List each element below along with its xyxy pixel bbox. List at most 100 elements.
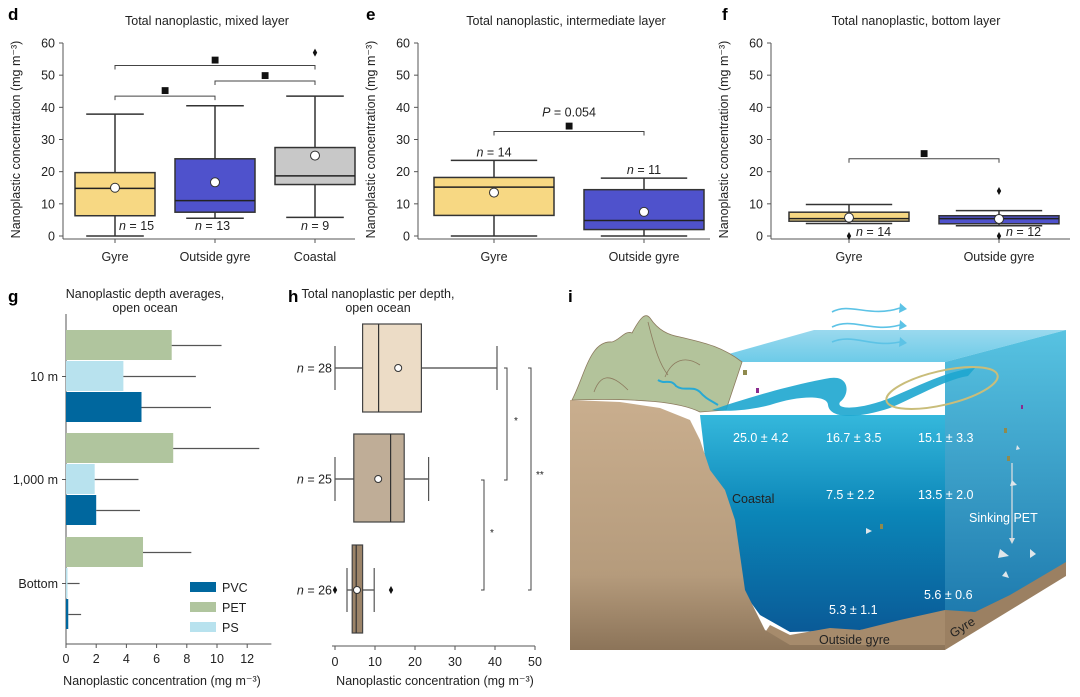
y-tick-label: 60 [396, 37, 410, 51]
x-tick-label: Gyre [835, 250, 862, 264]
value-outside-intermediate: 7.5 ± 2.2 [826, 488, 875, 502]
panel-letter-g: g [8, 287, 18, 306]
panel-letter-h: h [288, 287, 298, 306]
value-gyre-intermediate: 13.5 ± 2.0 [918, 488, 974, 502]
chart-title-line2: open ocean [345, 301, 410, 315]
y-tick-label: 50 [396, 69, 410, 83]
legend-label: PS [222, 621, 239, 635]
x-tick-label: Outside gyre [609, 250, 680, 264]
y-tick-label: 60 [41, 37, 55, 51]
x-tick-label: 2 [93, 652, 100, 666]
x-tick-label: Outside gyre [180, 250, 251, 264]
n-label: n = 12 [1006, 225, 1041, 239]
x-tick-label: 6 [153, 652, 160, 666]
box-mean-marker [639, 206, 649, 217]
outside-gyre-label: Outside gyre [819, 633, 890, 647]
x-tick-label: Coastal [294, 250, 336, 264]
significance-bracket [493, 130, 645, 136]
chart-title-line1: Nanoplastic depth averages, [66, 287, 224, 301]
significance-bracket [214, 80, 316, 85]
y-tick-label: 20 [396, 165, 410, 179]
side-sediment [945, 562, 1066, 650]
significance-marker: ■ [261, 71, 270, 81]
box-iqr [74, 171, 156, 217]
outlier-point [996, 232, 1002, 240]
y-tick-label: 20 [41, 165, 55, 179]
panel-letter-i: i [568, 287, 573, 306]
y-tick-label: 0 [756, 230, 763, 244]
bar-pet [66, 537, 144, 567]
water-surface [700, 330, 1066, 362]
panel-letter-d: d [8, 5, 18, 24]
y-tick-label: 20 [749, 165, 763, 179]
river [657, 379, 719, 406]
n-label: n = 15 [119, 219, 154, 233]
water-side-face [945, 330, 1066, 648]
value-outside-mixed: 16.7 ± 3.5 [826, 431, 882, 445]
x-tick-label: 30 [448, 655, 462, 669]
water-front-face [700, 415, 945, 632]
x-tick-label: 10 [210, 652, 224, 666]
y-tick-label: 60 [749, 37, 763, 51]
outlier-point [388, 586, 394, 594]
y-tick-label: Bottom [18, 577, 58, 591]
y-tick-label: 40 [396, 101, 410, 115]
legend-label: PVC [222, 581, 248, 595]
chart-e-intermediate-layer: Total nanoplastic, intermediate layer 0 10… [364, 14, 710, 264]
gyre-circulation-arrow [885, 366, 999, 410]
y-axis-label: Nanoplastic concentration (mg m⁻³) [9, 41, 23, 239]
n-label: n = 14 [476, 145, 511, 159]
y-tick-label: 1,000 m [13, 473, 58, 487]
bar-pvc [66, 392, 142, 422]
significance-marker: * [514, 416, 518, 427]
n-label: n = 26 [297, 584, 332, 598]
significance-marker: ■ [920, 149, 929, 159]
significance-bracket [481, 479, 485, 591]
land-hills [571, 315, 743, 413]
ocean-illustration: 25.0 ± 4.2 16.7 ± 3.5 15.1 ± 3.3 7.5 ± 2… [570, 303, 1066, 650]
y-tick-label: 40 [41, 101, 55, 115]
chart-title: Total nanoplastic, mixed layer [125, 14, 289, 28]
wind-arrows-icon [831, 307, 901, 345]
plastic-plume [712, 368, 975, 416]
value-coastal-mixed: 25.0 ± 4.2 [733, 431, 789, 445]
value-gyre-mixed: 15.1 ± 3.3 [918, 431, 974, 445]
box-mean-marker [210, 177, 220, 188]
y-tick-label: 30 [749, 133, 763, 147]
x-tick-label: 0 [63, 652, 70, 666]
significance-marker: ■ [161, 86, 170, 96]
wind-arrowheads [899, 303, 907, 347]
x-axis-label: Nanoplastic concentration (mg m⁻³) [63, 674, 261, 688]
x-tick-label: Gyre [480, 250, 507, 264]
n-label: n = 28 [297, 362, 332, 376]
significance-bracket [504, 367, 508, 481]
y-axis-label: Nanoplastic concentration (mg m⁻³) [364, 41, 378, 239]
box-mean-marker [994, 213, 1004, 224]
box-mean-marker [374, 475, 383, 483]
x-tick-label: 8 [183, 652, 190, 666]
y-tick-label: 30 [396, 133, 410, 147]
legend-swatch [190, 602, 216, 612]
chart-d-mixed-layer: Total nanoplastic, mixed layer0102030405… [9, 14, 356, 264]
chart-title-line1: Total nanoplastic per depth, [302, 287, 455, 301]
bar-ps [66, 568, 68, 598]
outlier-point [996, 186, 1002, 195]
n-label: n = 9 [301, 219, 329, 233]
box-iqr [362, 323, 423, 413]
value-outside-bottom: 5.3 ± 1.1 [829, 603, 878, 617]
legend-label: PET [222, 601, 247, 615]
y-tick-label: 50 [749, 69, 763, 83]
y-tick-label: 30 [41, 133, 55, 147]
chart-title: Total nanoplastic, intermediate layer [466, 14, 665, 28]
x-tick-label: 40 [488, 655, 502, 669]
bar-pet [66, 330, 172, 360]
x-axis-label: Nanoplastic concentration (mg m⁻³) [336, 674, 534, 688]
value-gyre-bottom: 5.6 ± 0.6 [924, 588, 973, 602]
y-tick-label: 0 [403, 230, 410, 244]
y-tick-label: 50 [41, 69, 55, 83]
n-label: n = 11 [627, 163, 661, 177]
bar-ps [66, 361, 124, 391]
y-tick-label: 10 [396, 197, 410, 211]
x-tick-label: 12 [240, 652, 254, 666]
